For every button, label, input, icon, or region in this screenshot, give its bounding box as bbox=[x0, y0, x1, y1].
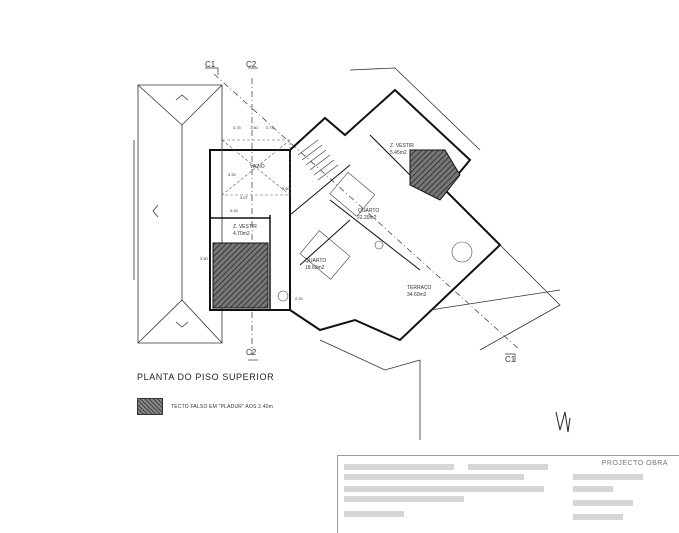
title-block-heading: PROJECTO OBRA bbox=[601, 460, 668, 467]
dimension: 0.75 bbox=[233, 125, 242, 130]
section-mark-c2-bottom: C2 bbox=[246, 348, 257, 357]
label-quarto-2: QUARTO bbox=[305, 258, 326, 264]
title-block: PROJECTO OBRA bbox=[337, 455, 679, 533]
label-z-vestir-2: Z. VESTIR bbox=[390, 143, 414, 149]
furniture bbox=[277, 171, 473, 302]
dimension: 3.30 bbox=[228, 172, 237, 177]
legend-hatch-swatch bbox=[137, 398, 163, 415]
dimension: 1.60 bbox=[250, 125, 259, 130]
section-mark-c2-top: C2 bbox=[246, 60, 257, 69]
dimension: 3.50 bbox=[200, 256, 209, 261]
section-mark-c1-bottom: C1 bbox=[505, 355, 516, 364]
vazio-void bbox=[221, 139, 291, 196]
label-vazio: VAZIO bbox=[250, 164, 265, 170]
dimension: 3.07 bbox=[240, 195, 249, 200]
area-z-vestir-2: 5.45m2 bbox=[390, 150, 407, 156]
hatched-area-right bbox=[409, 149, 461, 201]
right-roof bbox=[319, 67, 561, 440]
hatched-area-left bbox=[212, 242, 269, 309]
label-z-vestir-1: Z. VESTIR bbox=[233, 224, 257, 230]
signature bbox=[555, 411, 571, 433]
area-z-vestir-1: 4.70m2 bbox=[233, 231, 250, 237]
section-mark-c1-top: C1 bbox=[205, 60, 216, 69]
legend: TECTO FALSO EM "PLADUR" AOS 2.40m bbox=[137, 398, 273, 415]
dimension: 3.60 bbox=[282, 186, 291, 191]
dimension: 2.20 bbox=[295, 296, 304, 301]
dimension: 0.75 bbox=[266, 125, 275, 130]
drawing-title: PLANTA DO PISO SUPERIOR bbox=[137, 372, 275, 382]
left-roof bbox=[133, 84, 223, 344]
area-terraco: 34.60m2 bbox=[407, 292, 427, 298]
area-quarto-2: 18.60m2 bbox=[305, 265, 325, 271]
dimension: 0.45 bbox=[230, 208, 239, 213]
staircase bbox=[297, 139, 339, 181]
label-terraco: TERRAÇO bbox=[407, 285, 432, 291]
legend-text: TECTO FALSO EM "PLADUR" AOS 2.40m bbox=[171, 403, 274, 410]
label-quarto-1: QUARTO bbox=[358, 208, 379, 214]
area-quarto-1: 22.20m2 bbox=[357, 215, 377, 221]
